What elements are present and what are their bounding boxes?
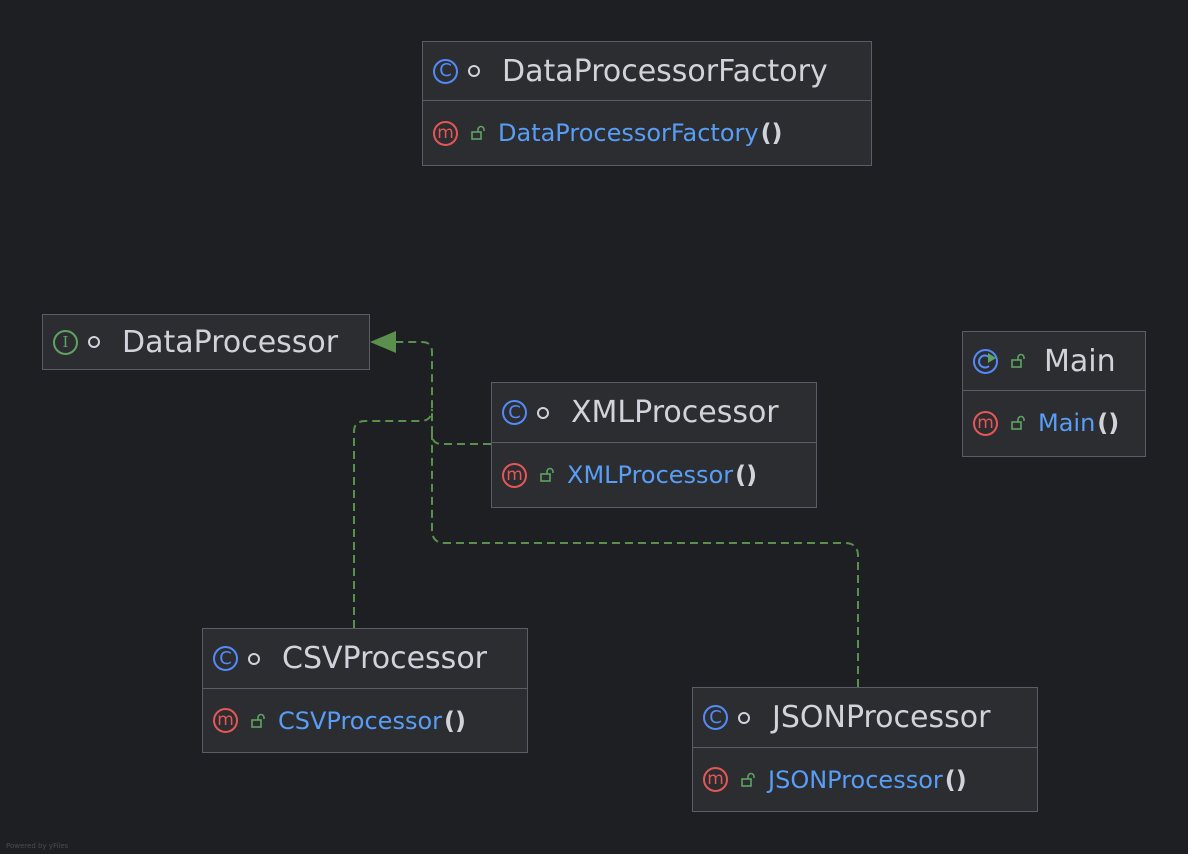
interface-icon: I [53, 329, 78, 355]
interface-header: I DataProcessor [43, 315, 369, 369]
method-parens: () [944, 765, 967, 794]
public-lock-icon [470, 125, 486, 141]
implements-arrowhead [370, 331, 396, 353]
class-node-jsonprocessor[interactable]: C JSONProcessor m JSONProcessor () [692, 687, 1038, 812]
method-icon: m [973, 410, 998, 436]
public-lock-icon [1010, 353, 1026, 369]
class-header: Main [963, 332, 1145, 391]
method-parens: () [444, 706, 466, 735]
method-name: XMLProcessor [567, 461, 734, 489]
class-name: JSONProcessor [772, 700, 991, 735]
package-private-icon [88, 336, 100, 348]
method-row[interactable]: m JSONProcessor () [693, 748, 1037, 811]
public-lock-icon [539, 467, 555, 483]
class-name: CSVProcessor [282, 641, 488, 676]
method-icon: m [703, 767, 728, 792]
edge-xmlprocessor-implements-dataprocessor [392, 341, 491, 445]
method-icon: m [433, 120, 458, 146]
method-parens: () [760, 119, 783, 147]
class-icon: C [433, 58, 458, 84]
class-name: Main [1044, 343, 1116, 379]
class-node-main[interactable]: Main m Main () [962, 331, 1146, 457]
public-lock-icon [740, 772, 756, 788]
class-name: XMLProcessor [571, 395, 779, 430]
class-header: C CSVProcessor [203, 629, 527, 689]
package-private-icon [537, 406, 549, 419]
package-private-icon [468, 65, 480, 77]
class-node-csvprocessor[interactable]: C CSVProcessor m CSVProcessor () [202, 628, 528, 753]
edge-csvprocessor-implements-dataprocessor [353, 408, 433, 628]
public-lock-icon [250, 713, 266, 729]
method-name: JSONProcessor [768, 765, 943, 794]
class-icon: C [502, 400, 527, 425]
package-private-icon [248, 652, 260, 665]
method-row[interactable]: m XMLProcessor () [492, 443, 816, 507]
method-parens: () [735, 461, 758, 489]
class-header: C XMLProcessor [492, 383, 816, 443]
class-name: DataProcessorFactory [502, 53, 828, 89]
method-name: CSVProcessor [278, 706, 443, 735]
class-node-xmlprocessor[interactable]: C XMLProcessor m XMLProcessor () [491, 382, 817, 508]
method-icon: m [213, 708, 238, 733]
class-icon: C [703, 705, 728, 730]
public-lock-icon [1010, 415, 1026, 431]
runnable-class-icon [973, 348, 998, 374]
method-parens: () [1097, 409, 1120, 437]
interface-node-dataprocessor[interactable]: I DataProcessor [42, 314, 370, 370]
class-header: C JSONProcessor [693, 688, 1037, 748]
class-header: C DataProcessorFactory [423, 42, 871, 101]
method-icon: m [502, 462, 527, 488]
package-private-icon [738, 711, 750, 724]
method-row[interactable]: m Main () [963, 391, 1145, 455]
interface-name: DataProcessor [122, 324, 339, 360]
watermark: Powered by yFiles [6, 842, 69, 850]
class-node-dataprocessorfactory[interactable]: C DataProcessorFactory m DataProcessorFa… [422, 41, 872, 166]
class-icon: C [213, 646, 238, 671]
method-row[interactable]: m CSVProcessor () [203, 689, 527, 752]
method-row[interactable]: m DataProcessorFactory () [423, 101, 871, 165]
method-name: Main [1038, 409, 1096, 437]
method-name: DataProcessorFactory [498, 119, 759, 147]
